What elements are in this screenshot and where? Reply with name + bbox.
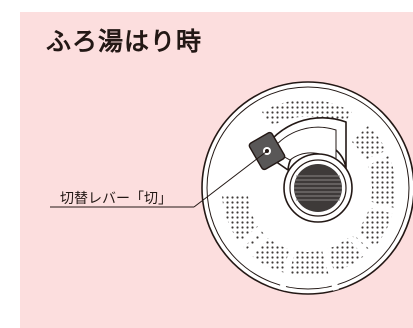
drain-grille	[283, 153, 353, 223]
page-title: ふろ湯はり時	[46, 27, 203, 56]
callout-leader	[50, 151, 267, 208]
lever-slot	[261, 117, 347, 175]
switch-lever-label: 切替レバー「切」	[60, 191, 172, 207]
